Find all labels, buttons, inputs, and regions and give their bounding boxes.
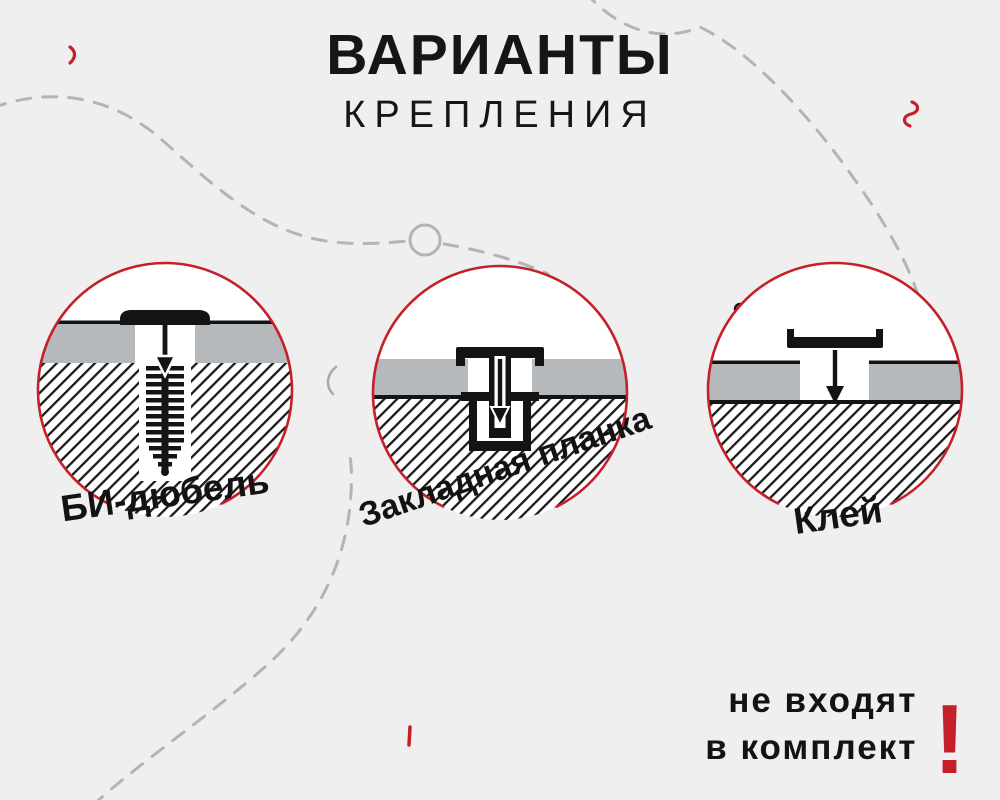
page-subtitle: КРЕПЛЕНИЯ: [343, 93, 657, 136]
decor-arc-icon: [326, 365, 338, 396]
decor-ring-icon: [408, 223, 442, 257]
red-ring: [36, 261, 294, 519]
glue-medallion: [706, 261, 964, 519]
dashed-curve-left-tail: [442, 242, 550, 276]
exclamation-icon: !: [933, 683, 966, 794]
not-included-line2: в комплект: [705, 728, 918, 768]
header: ВАРИАНТЫ КРЕПЛЕНИЯ: [0, 23, 1000, 137]
red-ring: [706, 261, 964, 519]
bi-dowel-medallion: [36, 261, 294, 519]
down-arrow-icon: [826, 350, 844, 404]
embedded-plank-medallion: [371, 264, 629, 522]
not-included-line1: не входят: [728, 681, 918, 721]
decor-red-squiggle-icon: [902, 100, 920, 128]
decor-red-dash-icon: [407, 725, 412, 747]
dashed-curve-left: [0, 95, 409, 246]
dashed-curve-bottom-left: [96, 454, 353, 800]
not-included-note: не входят в комплект !: [705, 678, 966, 788]
decor-red-tick-icon: [68, 45, 77, 65]
red-ring: [371, 264, 629, 522]
down-arrow-icon: [152, 325, 178, 379]
down-arrow-icon: [489, 359, 511, 428]
not-included-text: не входят в комплект: [705, 678, 917, 772]
page-title: ВАРИАНТЫ: [326, 23, 674, 87]
